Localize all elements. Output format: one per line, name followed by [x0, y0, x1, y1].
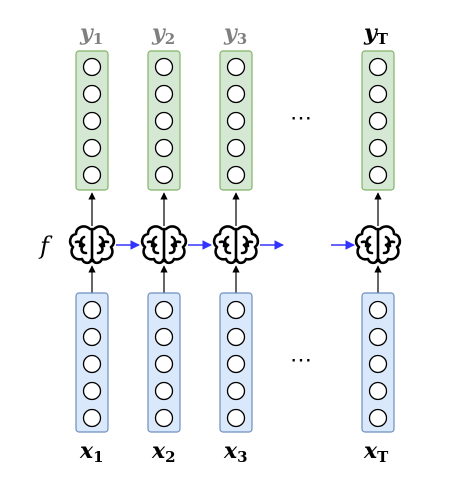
neuron-circle	[226, 300, 246, 320]
neuron-circle	[368, 84, 388, 104]
neuron-circle	[226, 381, 246, 401]
neuron-circle	[368, 138, 388, 158]
neuron-circle	[154, 165, 174, 185]
neuron-circle	[226, 408, 246, 428]
ellipsis-top: ⋯	[290, 106, 315, 131]
neuron-circle	[82, 138, 102, 158]
output-neurons-T	[368, 57, 388, 185]
brain-icon	[68, 225, 116, 265]
input-neurons-3	[226, 300, 246, 428]
input-neurons-1	[82, 300, 102, 428]
neuron-circle	[82, 111, 102, 131]
neuron-circle	[82, 408, 102, 428]
neuron-circle	[368, 354, 388, 374]
input-label-3: x3	[223, 438, 248, 466]
neuron-circle	[154, 111, 174, 131]
neuron-circle	[226, 111, 246, 131]
neuron-circle	[154, 300, 174, 320]
neuron-circle	[368, 381, 388, 401]
neuron-circle	[368, 300, 388, 320]
neuron-circle	[154, 354, 174, 374]
time-column-T: yT xT	[354, 20, 402, 466]
output-label-T: yT	[363, 20, 389, 48]
output-label-2: y2	[151, 20, 175, 48]
neuron-circle	[226, 138, 246, 158]
neuron-circle	[82, 84, 102, 104]
neuron-circle	[154, 381, 174, 401]
neuron-circle	[226, 165, 246, 185]
neuron-circle	[368, 57, 388, 77]
neuron-circle	[82, 354, 102, 374]
input-neurons-T	[368, 300, 388, 428]
neuron-circle	[82, 327, 102, 347]
neuron-circle	[82, 57, 102, 77]
neuron-circle	[154, 327, 174, 347]
neuron-circle	[368, 408, 388, 428]
neuron-circle	[368, 165, 388, 185]
input-label-1: x1	[79, 438, 104, 466]
time-column-1: y1 x1	[68, 20, 116, 466]
ellipsis-bottom: ⋯	[290, 348, 315, 373]
neuron-circle	[82, 165, 102, 185]
neuron-circle	[226, 354, 246, 374]
output-neurons-1	[82, 57, 102, 185]
neuron-circle	[82, 381, 102, 401]
brain-icon	[354, 225, 402, 265]
neuron-circle	[226, 57, 246, 77]
function-label: f	[38, 232, 53, 260]
output-neurons-2	[154, 57, 174, 185]
output-neurons-3	[226, 57, 246, 185]
output-label-1: y1	[79, 20, 103, 48]
input-label-T: xT	[363, 438, 389, 466]
neuron-circle	[154, 408, 174, 428]
neuron-circle	[368, 327, 388, 347]
brain-icon	[140, 225, 188, 265]
brain-icon	[212, 225, 260, 265]
input-label-2: x2	[151, 438, 176, 466]
neuron-circle	[154, 138, 174, 158]
neuron-circle	[368, 111, 388, 131]
input-neurons-2	[154, 300, 174, 428]
output-label-3: y3	[223, 20, 247, 48]
neuron-circle	[226, 84, 246, 104]
neuron-circle	[226, 327, 246, 347]
neuron-circle	[82, 300, 102, 320]
time-column-2: y2 x2	[140, 20, 188, 466]
time-column-3: y3 x3	[212, 20, 260, 466]
neuron-circle	[154, 57, 174, 77]
neuron-circle	[154, 84, 174, 104]
